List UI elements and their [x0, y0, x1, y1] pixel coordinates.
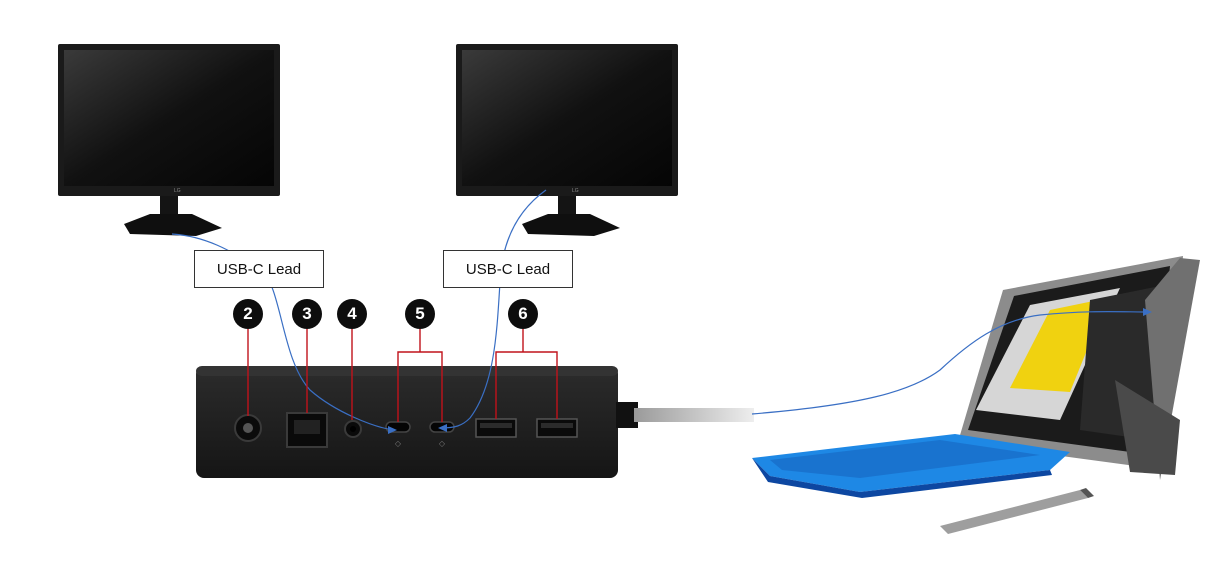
port-number-badge-5: 5	[405, 299, 435, 329]
usb-c-lead-label-left: USB-C Lead	[194, 250, 324, 288]
cable-lines	[171, 189, 1152, 434]
surface-tablet	[958, 256, 1200, 480]
callout-lines	[247, 329, 558, 422]
port-number-badge-4: 4	[337, 299, 367, 329]
cable-right-monitor	[439, 189, 547, 429]
ethernet-port	[286, 412, 328, 448]
surface-dock: ◇ ◇	[196, 366, 754, 478]
port-number-badge-2: 2	[233, 299, 263, 329]
usb-c-lead-label-right: USB-C Lead	[443, 250, 573, 288]
monitor-right-logo: LG	[572, 188, 579, 194]
usb-a-port-2	[536, 418, 578, 438]
monitor-left: LG	[58, 44, 280, 236]
monitor-left-logo: LG	[174, 188, 181, 194]
audio-jack	[344, 420, 362, 438]
port-number-badge-3: 3	[292, 299, 322, 329]
svg-text:◇: ◇	[395, 439, 402, 448]
cable-left-monitor	[171, 233, 396, 431]
cable-tablet	[751, 311, 1151, 415]
port-number-badge-6: 6	[508, 299, 538, 329]
svg-text:◇: ◇	[439, 439, 446, 448]
surface-pen	[940, 488, 1094, 534]
usb-a-port-1	[475, 418, 517, 438]
dc-power-port	[234, 414, 262, 442]
type-cover-keyboard	[752, 434, 1070, 498]
monitor-right: LG	[456, 44, 678, 236]
